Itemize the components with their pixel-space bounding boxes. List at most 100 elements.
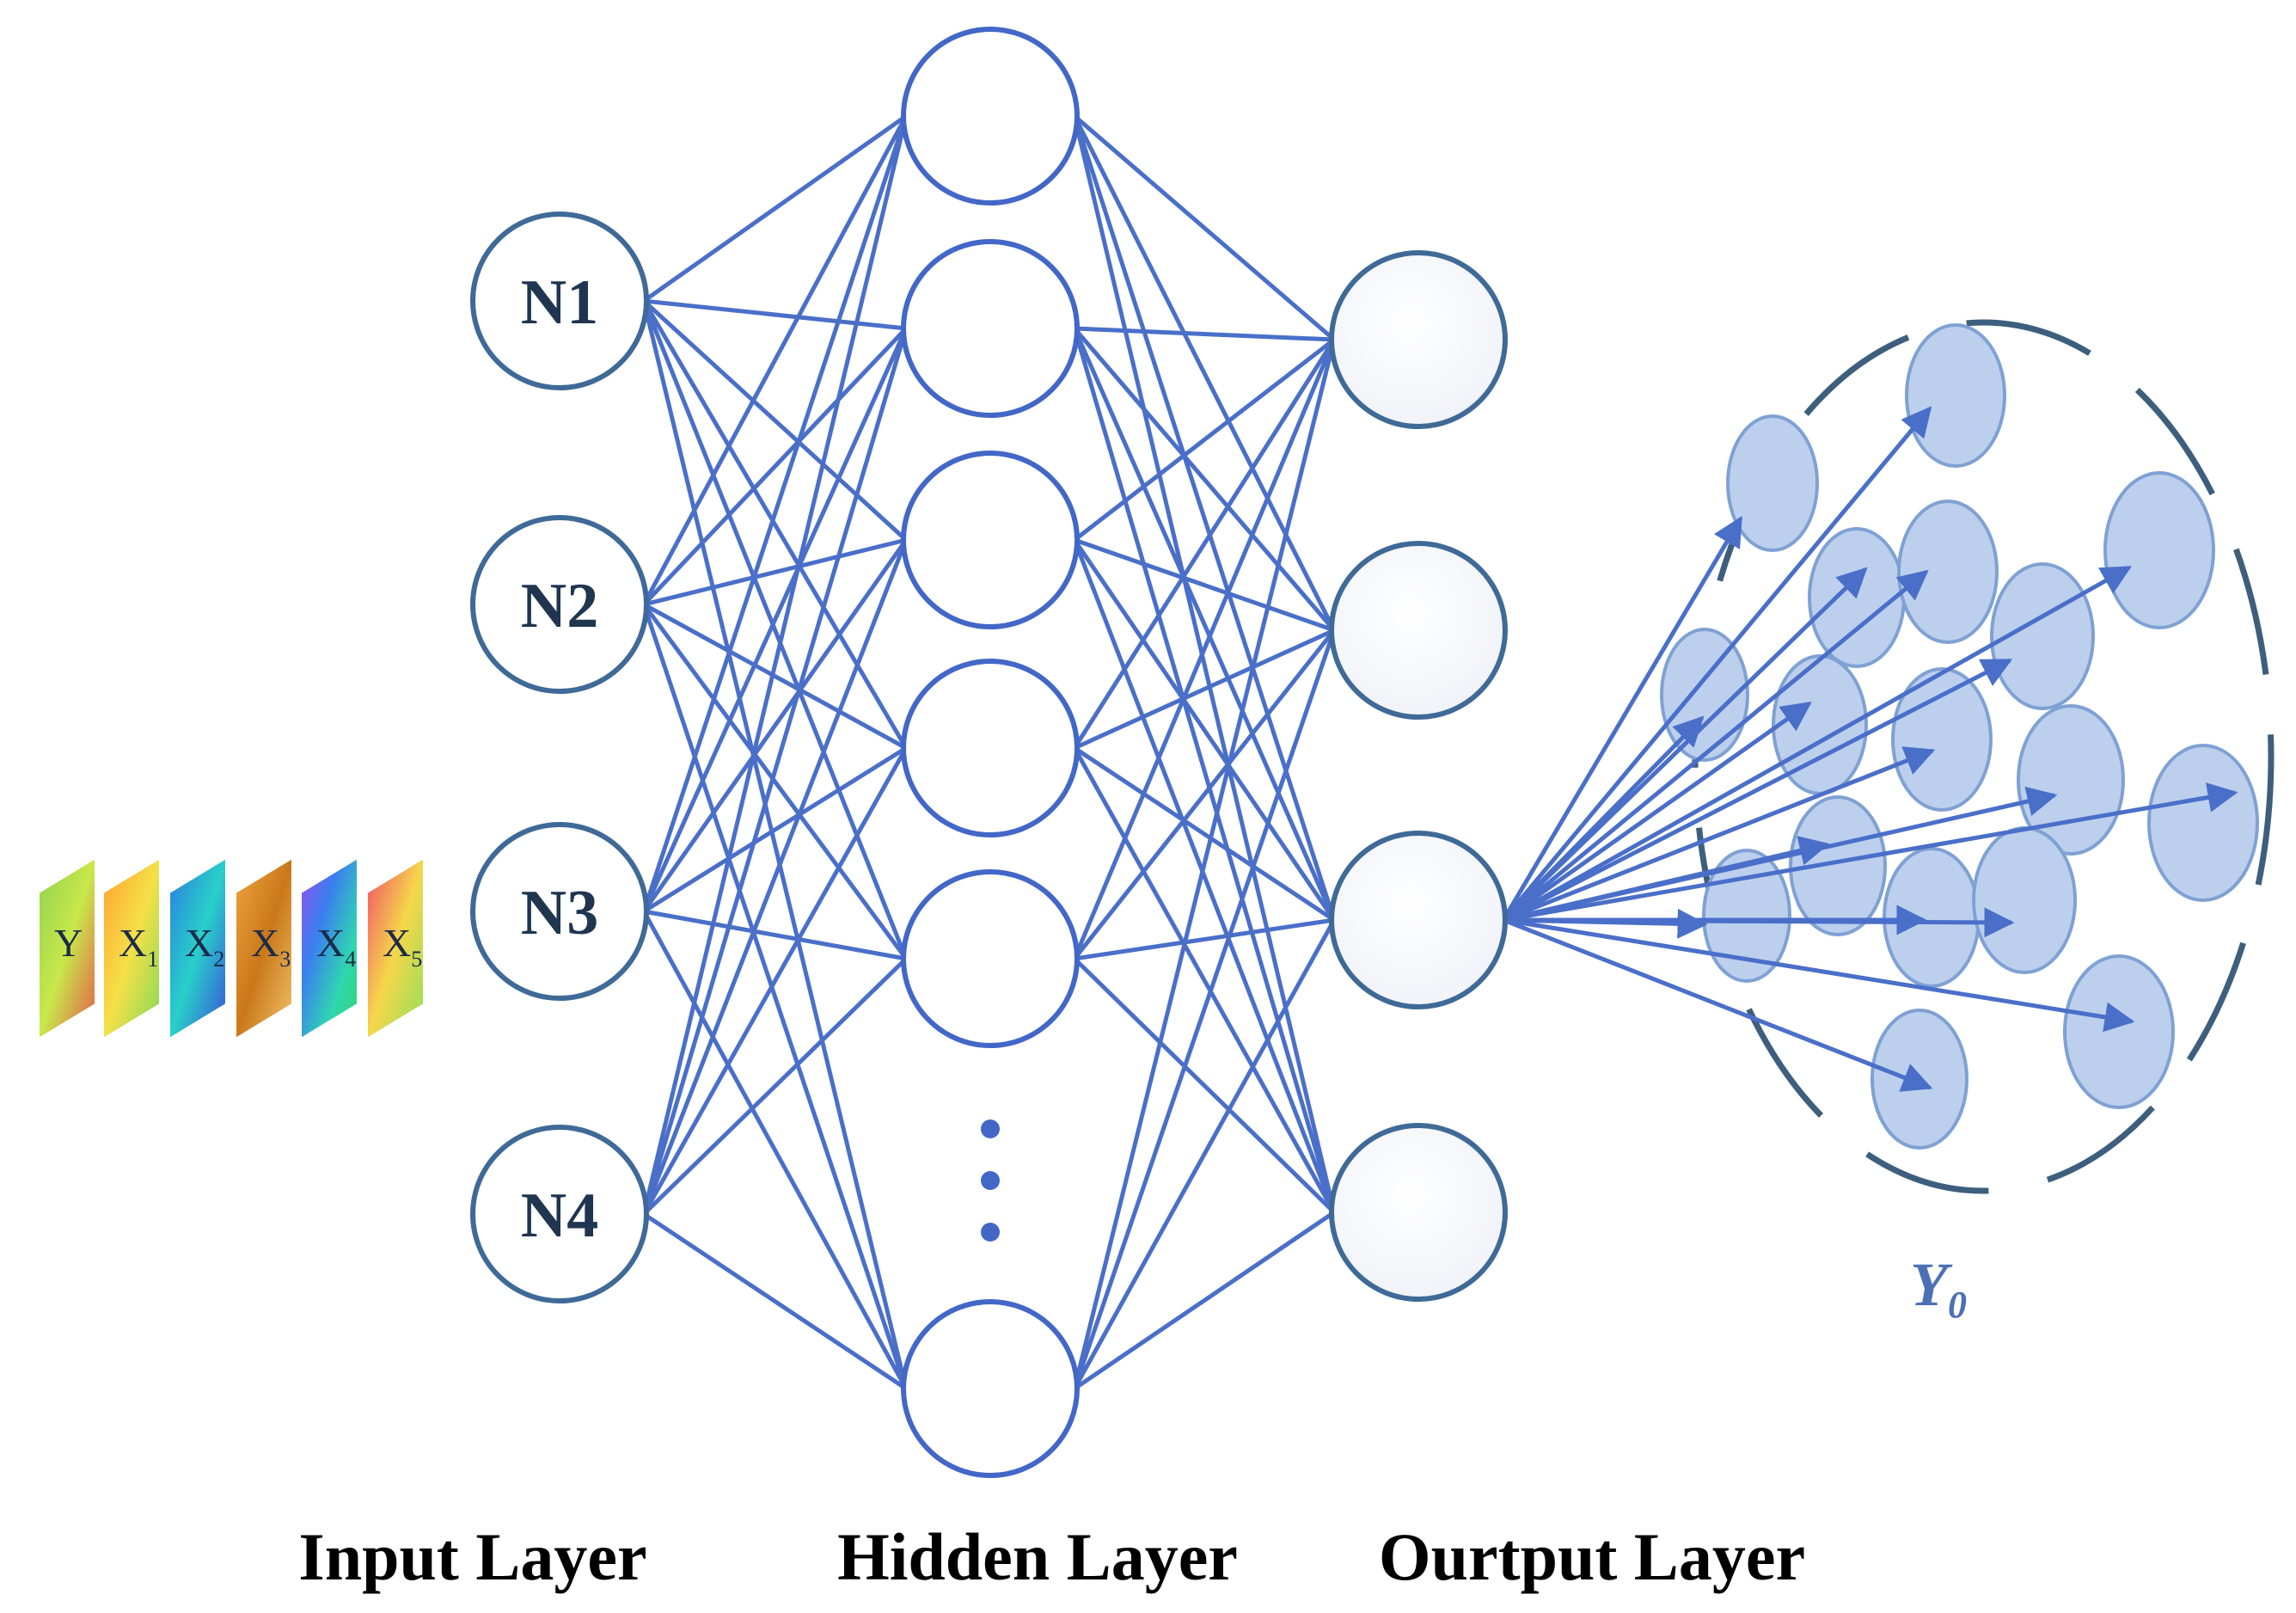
input-tile: X3 xyxy=(235,856,293,1040)
hidden-node xyxy=(901,239,1080,418)
connection-line xyxy=(1074,917,1335,961)
connection-line xyxy=(1072,538,1337,922)
connection-line xyxy=(641,603,909,960)
input-node-label: N1 xyxy=(521,267,598,338)
output-arrow xyxy=(1502,565,2133,923)
output-arrow xyxy=(1502,701,1812,923)
input-node: N2 xyxy=(470,515,649,694)
ellipsis-dot xyxy=(981,1119,1000,1138)
connection-line xyxy=(1072,114,1337,632)
cluster-sample xyxy=(1870,1009,1968,1150)
connection-line xyxy=(642,299,908,542)
connection-line xyxy=(642,957,908,1216)
connection-line xyxy=(641,115,909,912)
input-hidden-connections xyxy=(641,113,909,1391)
input-node-circle xyxy=(470,822,649,1001)
hidden-node xyxy=(901,659,1080,837)
cluster-samples xyxy=(1660,323,2259,1150)
input-tile: X2 xyxy=(168,856,227,1040)
input-node: N1 xyxy=(470,212,649,390)
output-arrow xyxy=(1503,907,2015,938)
connection-line xyxy=(1072,539,1337,1213)
connection-line xyxy=(641,328,909,1215)
output-arrow xyxy=(1501,515,1743,922)
input-tile: X1 xyxy=(102,856,161,1040)
input-layer-label: Input Layer xyxy=(298,1519,646,1594)
input-tile-label: X2 xyxy=(185,921,224,972)
input-node-label: N4 xyxy=(521,1181,598,1251)
output-layer-label: Ourtput Layer xyxy=(1379,1519,1805,1594)
connection-line xyxy=(641,539,909,1215)
connection-line xyxy=(1074,326,1335,342)
ellipsis-dot xyxy=(981,1171,1000,1190)
output-arrow xyxy=(1503,782,2238,923)
connection-line xyxy=(1073,114,1336,341)
input-tile-label: Y xyxy=(54,921,83,965)
hidden-output-connections xyxy=(1072,114,1337,1391)
connection-line xyxy=(1072,338,1337,750)
input-tile-label: X5 xyxy=(383,921,422,972)
connection-line xyxy=(641,327,909,913)
input-node-circle xyxy=(470,515,649,694)
connection-line xyxy=(1072,629,1337,1389)
connection-line xyxy=(641,300,909,1389)
cluster-sample xyxy=(1789,795,1887,936)
connection-line xyxy=(1072,918,1337,1390)
input-tile-label: X1 xyxy=(119,921,158,972)
connection-line xyxy=(1073,957,1336,1214)
hidden-node xyxy=(901,451,1080,629)
output-arrow xyxy=(1503,917,1933,1092)
cluster-sample xyxy=(1726,414,1819,552)
cluster-sample xyxy=(1972,826,2077,974)
connection-line xyxy=(643,537,907,607)
connection-line xyxy=(643,298,907,331)
input-tile: X5 xyxy=(366,856,425,1040)
cluster-sample xyxy=(1883,847,1981,988)
input-tile-image xyxy=(300,856,358,1040)
input-node-label: N2 xyxy=(521,571,598,641)
connection-line xyxy=(641,910,909,1390)
connection-line xyxy=(641,299,909,750)
connection-line xyxy=(1072,115,1337,921)
input-tile-image xyxy=(102,856,161,1040)
connection-line xyxy=(1073,338,1336,542)
input-node-label: N3 xyxy=(521,878,598,948)
connection-line xyxy=(1074,537,1335,633)
connection-line xyxy=(641,604,909,1389)
input-tile-image xyxy=(168,856,227,1040)
input-tile-image xyxy=(235,856,293,1040)
connection-line xyxy=(1072,328,1337,1213)
connection-line xyxy=(1072,115,1337,1213)
hidden-node xyxy=(901,27,1080,205)
cluster-sample xyxy=(2147,744,2259,902)
input-tile-image xyxy=(366,856,425,1040)
connection-line xyxy=(641,746,909,1216)
output-node xyxy=(1329,1123,1508,1302)
input-node-circle xyxy=(470,212,649,390)
connection-line xyxy=(641,300,909,960)
connection-line xyxy=(1072,746,1337,1214)
output-node xyxy=(1329,250,1508,429)
output-arrows xyxy=(1501,406,2238,1092)
connection-line xyxy=(641,114,909,606)
output-cluster xyxy=(1660,319,2275,1194)
cluster-sample xyxy=(1808,527,1906,668)
output-nodes xyxy=(1329,250,1508,1302)
connection-line xyxy=(1073,629,1336,960)
output-arrow xyxy=(1502,658,2013,923)
connection-line xyxy=(1073,1210,1336,1391)
output-cluster-label-main: Y xyxy=(1910,1250,1953,1319)
input-tile: Y xyxy=(38,856,96,1040)
connection-line xyxy=(642,327,908,606)
input-node-circle xyxy=(470,1125,649,1303)
hidden-node xyxy=(901,1299,1080,1478)
output-arrow xyxy=(1503,917,2135,1033)
connection-line xyxy=(642,745,908,914)
output-arrow xyxy=(1503,746,1936,923)
output-arrow xyxy=(1502,406,1932,922)
input-tile: X4 xyxy=(300,856,358,1040)
